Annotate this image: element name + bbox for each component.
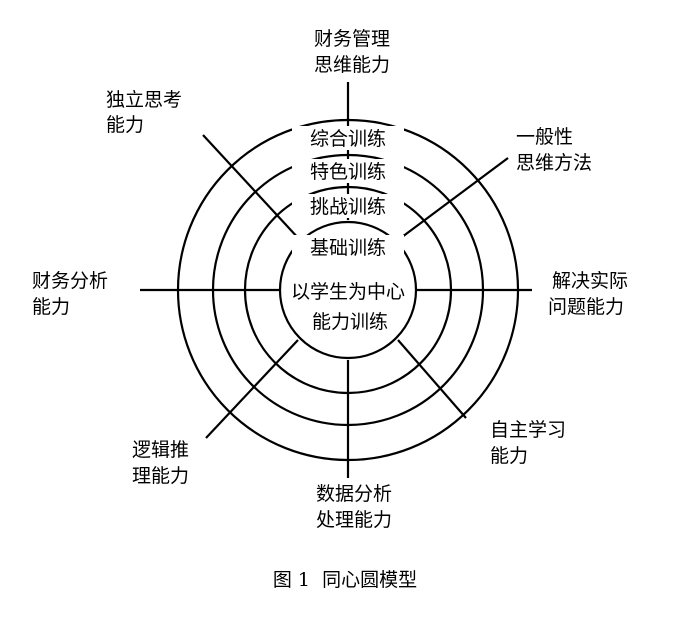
ability-right-line1: 解决实际	[552, 270, 628, 292]
ring-labels: 综合训练 特色训练 挑战训练 基础训练	[292, 126, 404, 259]
center-label-line1: 以学生为中心	[291, 281, 405, 303]
ring-label-outer: 综合训练	[310, 128, 386, 150]
ability-right-line2: 问题能力	[548, 296, 624, 318]
ability-top-line2: 思维能力	[314, 54, 390, 76]
spoke-bottom-right	[397, 339, 467, 419]
ability-bottom-left-line1: 逻辑推	[132, 439, 189, 461]
spokes	[140, 82, 532, 478]
ability-labels: 财务管理 思维能力 独立思考 能力 一般性 思维方法 财务分析 能力 解决实际 …	[32, 28, 628, 531]
ability-top-line1: 财务管理	[314, 28, 390, 50]
ring-third	[243, 185, 453, 395]
ring-label-third: 挑战训练	[310, 196, 386, 218]
figure-caption: 图 1 同心圆模型	[273, 569, 417, 591]
ring-label-inner: 基础训练	[310, 237, 386, 259]
ability-top-right-line2: 思维方法	[516, 152, 592, 174]
center-label-line2: 能力训练	[312, 311, 388, 333]
ability-bottom-line2: 处理能力	[316, 509, 392, 531]
ability-top-right-line1: 一般性	[516, 126, 573, 148]
ability-top-left-line1: 独立思考	[106, 89, 182, 111]
spoke-bottom-left	[205, 339, 299, 439]
center-label: 以学生为中心 能力训练	[291, 281, 405, 333]
ability-top-left-line2: 能力	[106, 114, 144, 136]
ability-bottom-left-line2: 理能力	[132, 465, 189, 487]
ability-left-line1: 财务分析	[32, 270, 108, 292]
spoke-top-right	[397, 157, 509, 241]
ring-label-second: 特色训练	[310, 161, 386, 183]
ability-bottom-right-line2: 能力	[490, 445, 528, 467]
spoke-top-left	[202, 134, 301, 241]
ring-outer	[176, 118, 520, 462]
ability-left-line2: 能力	[32, 296, 70, 318]
ability-bottom-line1: 数据分析	[316, 483, 392, 505]
ring-second	[211, 153, 485, 427]
ability-bottom-right-line1: 自主学习	[490, 419, 566, 441]
